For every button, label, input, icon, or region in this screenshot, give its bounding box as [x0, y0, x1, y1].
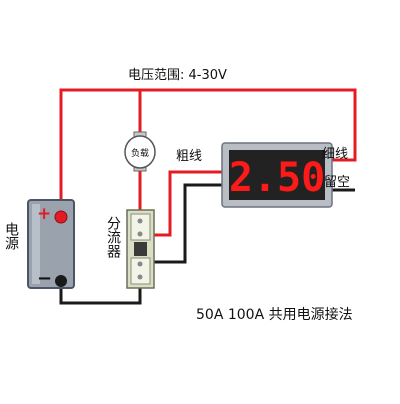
shunt-resistor-block [134, 242, 147, 256]
shunt-top-plate [130, 213, 151, 241]
shunt-bottom-plate [130, 257, 151, 285]
battery-highlight [32, 204, 40, 284]
battery-negative-terminal [55, 275, 67, 287]
shunt-screw-4 [137, 274, 143, 280]
shunt-black-wire [152, 183, 230, 264]
shunt-screw-1 [137, 218, 143, 224]
digital-meter: 2.50 [221, 142, 333, 208]
battery-positive-terminal [54, 210, 68, 224]
voltage-range-label: 电压范围: 4-30V [128, 68, 227, 83]
footer-caption: 50A 100A 共用电源接法 [196, 307, 353, 323]
shunt-label: 分流器 [105, 216, 121, 258]
battery-negative-wire [59, 280, 142, 305]
top-red-wire [59, 88, 357, 210]
meter-screen [229, 150, 325, 200]
shunt-screw-2 [137, 231, 143, 237]
thin-wire-label: 细线 [322, 147, 349, 162]
load-label: 负载 [131, 147, 149, 159]
black-wires [59, 183, 355, 305]
red-wires [59, 88, 357, 237]
thick-wire-label: 粗线 [176, 149, 203, 164]
shunt [126, 209, 155, 289]
battery-plus-label: + [37, 204, 52, 224]
meter-reading: 2.50 [229, 155, 325, 201]
battery-minus-label: − [37, 268, 53, 289]
shunt-screw-3 [137, 261, 143, 267]
power-supply-label: 电源 [3, 222, 19, 250]
reserved-label: 留空 [324, 175, 351, 190]
load-motor-body [124, 135, 156, 169]
load-motor [124, 131, 156, 172]
battery [27, 199, 75, 289]
thick-red-wire [152, 170, 230, 237]
